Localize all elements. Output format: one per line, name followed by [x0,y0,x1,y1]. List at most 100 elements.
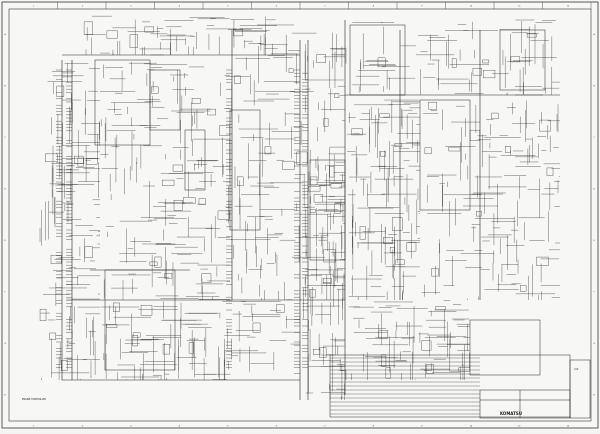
frame-row-label: G [5,343,7,345]
connector-block [132,335,138,347]
frame-column-label: 12 [567,426,569,428]
frame-column-label: 9 [421,426,423,428]
connector-block [45,153,58,162]
connector-block [421,340,432,351]
connector-block [510,56,521,63]
connector-block [288,68,294,73]
connector-block [233,28,244,37]
company-name: KOMATSU [500,411,522,416]
frame-row-label: A [594,33,596,36]
connector-block [162,344,170,355]
connector-block [428,101,437,110]
frame-column-label: 3 [130,6,131,8]
connector-block [380,151,386,157]
connector-block [539,119,551,132]
connector-block [237,176,244,186]
frame-row-label: H [5,394,7,396]
left-side-label: ENGINE CONTROLLER [22,398,46,401]
dense-wiring [39,15,560,415]
connector-block [476,211,482,217]
frame-column-label: 4 [179,6,181,8]
connector-block [140,305,153,316]
connector-block [191,98,201,104]
connector-block [381,354,387,367]
connector-block [309,289,316,298]
connector-block [491,112,499,120]
connector-block [264,146,272,155]
frame-row-label: H [594,394,596,396]
sheet-number: 1/1 [574,367,579,371]
frame-column-label: 2 [82,6,83,8]
frame-column-label: 1 [33,6,34,8]
connector-block [389,247,395,253]
connector-block [106,30,118,39]
connector-block [392,217,403,231]
connector-block [394,143,403,147]
connector-block [319,347,327,358]
connector-block [151,86,159,94]
connector-block [173,200,183,211]
connector-block [424,147,432,154]
frame-column-label: 3 [130,426,131,428]
connector-block [83,21,93,35]
frame-row-label: D [5,188,7,190]
connector-block [308,186,321,192]
frame-column-label: 11 [518,6,520,8]
connector-block [451,58,457,68]
connector-block [425,364,434,374]
connector-block [313,194,323,203]
connector-block [385,367,391,379]
connector-block [379,113,390,118]
frame-column-label: 10 [470,426,473,428]
connector-block [217,210,230,220]
frame-column-label: 1 [33,426,34,428]
connector-block [395,259,405,265]
connector-block [359,226,366,240]
connector-block [49,332,56,340]
connector-block [377,57,386,68]
connector-block [334,93,340,98]
connector-block [431,268,439,277]
connector-block [77,157,84,167]
connector-block [74,155,84,164]
frame-column-label: 4 [179,426,181,428]
connector-block [482,59,490,64]
frame-row-label: C [5,137,7,139]
connector-block [61,360,68,371]
frame-column-label: 6 [276,426,278,428]
connector-block [505,146,511,153]
connector-block [334,203,341,214]
connector-block [378,330,389,339]
connector-block [132,332,141,338]
connector-block [310,209,316,213]
connector-block [472,67,482,76]
frame-column-label: 6 [276,6,278,8]
connector-block [183,197,196,204]
connector-block [546,167,554,176]
connector-block [296,151,308,165]
connector-block [536,256,549,266]
frame-column-label: 12 [567,6,569,8]
connector-block [435,306,446,310]
connector-block [201,273,212,283]
connector-block [458,367,470,372]
frame-column-label: 5 [227,6,228,8]
connector-block [188,342,194,354]
frame-column-label: 5 [227,426,228,428]
connector-block [84,246,93,258]
connector-block [207,108,216,116]
connector-block [323,118,329,127]
frame-row-label: D [594,188,596,190]
controller-blocks [94,24,571,418]
connector-block [316,54,326,63]
connector-block [113,302,120,312]
connector-block [313,349,321,355]
frame-row-label: A [5,33,7,36]
frame-column-label: 11 [518,426,520,428]
frame-row-label: E [594,240,596,242]
connector-block [234,75,241,84]
connector-block [50,255,62,264]
connector-block [469,129,480,141]
